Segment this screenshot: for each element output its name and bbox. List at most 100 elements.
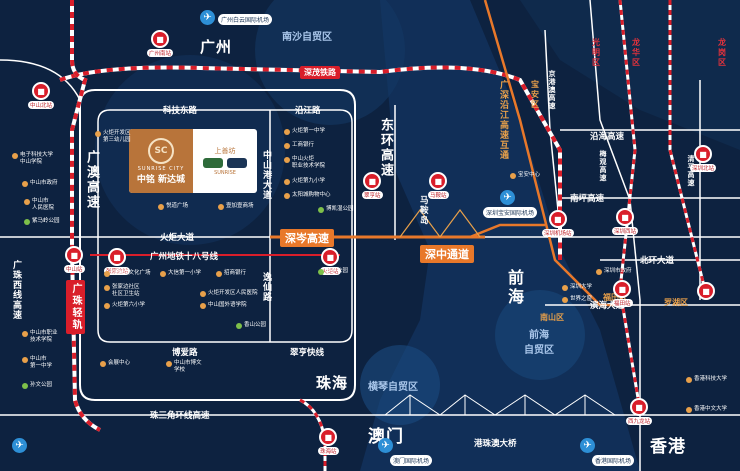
train-icon: ■ [548,210,567,228]
zone-baoan: 宝 安 区 [531,80,539,109]
poi-item: 中山市政府 [22,180,58,187]
station-zhuhai[interactable]: ■珠海站 [318,428,339,455]
station-futian-east[interactable]: ■ [697,282,715,300]
poi-dot-icon [218,204,224,210]
poi-item: 深圳大学 [562,284,592,291]
train-icon: ■ [613,280,632,298]
starbucks-logo-icon [203,158,223,168]
zone-longhua: 龙 华 区 [632,38,640,67]
train-icon: ■ [694,145,712,163]
poi-dot-icon [22,181,28,187]
poi-dot-icon [104,285,110,291]
poi-item: 博凯湿公园 [318,206,354,213]
poi-dot-icon [284,157,290,163]
poi-item: 会展中心 [100,360,130,367]
poi-dot-icon [284,129,290,135]
sz-rail-1-dash [668,0,707,291]
project-emblem: SC [148,137,174,164]
train-icon: ■ [32,82,50,100]
shenzhong-bridge [399,208,481,238]
train-icon: ■ [363,172,382,190]
train-icon: ■ [429,172,448,190]
road-zhusanjiao: 珠三角环线高速 [150,411,210,421]
project-name-en: SUNRISE CITY [137,165,185,172]
poi-item: 太阳城购物中心 [284,192,331,199]
shenzhen-north-land [520,0,740,150]
airport-hk: 香港国际机场 [592,455,635,466]
road-binhai: 滨海大道 [590,301,625,311]
city-guangzhou: 广州 [200,38,233,56]
station-xijiulong[interactable]: ■西九龙站 [626,398,653,425]
poi-item: 火炬开发区人民医院 [200,290,258,297]
poi-dot-icon [284,179,290,185]
road-huoju: 火炬大道 [160,233,195,243]
poi-dot-icon [318,269,324,275]
city-zhuhai: 珠海 [316,374,349,392]
poi-dot-icon [24,219,30,225]
poi-dot-icon [104,303,110,309]
road-nanping: 南坪高速 [570,194,605,204]
road-keji-east: 科技东路 [163,106,198,116]
road-yanjiang: 沿江路 [295,106,321,116]
poi-item: 火炬开发区 第三幼儿园 [95,130,131,144]
poi-dot-icon [200,303,206,309]
station-sz-north[interactable]: ■深圳北站 [690,145,717,172]
poi-item: 深圳市政府 [596,268,632,275]
poi-dot-icon [200,291,206,297]
gangzhuao-bridge [384,394,616,416]
poi-item: 中山火炬 职业技术学院 [284,156,325,170]
nansha-glow [255,0,405,125]
station-airport-sz[interactable]: ■深圳机场站 [542,210,574,237]
airplane-icon: ✈ [580,438,595,453]
station-zs-north[interactable]: ■中山北站 [28,82,55,109]
station-futian[interactable]: ■福田站 [612,280,633,307]
poi-item: 孙文公园 [22,382,52,389]
airport-gz-baiyun: 广州白云国际机场 [218,14,273,25]
partner-top: 上善坊 [214,147,236,155]
station-gz-south[interactable]: ■广州南站 [147,30,174,57]
poi-dot-icon [158,204,164,210]
shenmao-rail-dash [59,65,562,260]
road-yixian: 逸仙路 [261,272,271,302]
poi-item: 张家边文化广场 [104,270,151,277]
poi-item: 香港科技大学 [686,376,727,383]
poi-item: 香山公园 [236,322,266,329]
road-beihuan: 北环大道 [640,256,675,266]
poi-dot-icon [24,199,30,205]
poi-dot-icon [284,193,290,199]
poi-item: 悦道广场 [158,203,188,210]
zhuhai-rail-dash [299,398,327,471]
zone-longgang: 龙 岗 区 [718,38,726,67]
guangzhu-rail-dash [70,0,101,432]
nw-road [0,59,81,101]
road-cuiheng: 翠亨快线 [290,348,325,358]
station-cuiheng[interactable]: ■翠亨站 [362,172,383,199]
city-hongkong: 香港 [650,437,686,457]
poi-item: 火炬第六小学 [104,302,145,309]
poi-item: 中山市 第一中学 [22,356,52,370]
station-sz-west[interactable]: ■深圳西站 [612,208,639,235]
station-zs[interactable]: ■中山站 [64,246,85,273]
airplane-icon: ✈ [12,438,27,453]
zone-guangming: 光 明 区 [592,38,600,67]
train-icon: ■ [108,248,126,266]
poi-dot-icon [562,297,568,303]
road-guangshen-yanjiang: 广深沿江高速互通 [498,80,508,160]
station-huoju[interactable]: ■火炬站 [320,248,341,275]
poi-dot-icon [284,143,290,149]
airplane-icon: ✈ [378,438,393,453]
city-macau: 澳门 [368,427,404,447]
train-icon: ■ [697,282,715,300]
road-gangzhuao: 港珠澳大桥 [474,439,517,449]
train-icon: ■ [151,30,169,48]
station-zhangjiabian[interactable]: ■张家边站 [104,248,131,275]
poi-item: 中山国外语学院 [200,302,247,309]
poi-item: 宝安中心 [510,172,540,179]
poi-item: 火炬第一中学 [284,128,325,135]
project-logo-card: SC SUNRISE CITY 中铭 新达城 上善坊 SUNRISE [129,129,257,193]
zone-nanshan: 南山区 [540,313,564,322]
hengqin-glow [360,345,440,425]
poi-item: 中山市职业 技术学院 [22,330,58,344]
station-maan[interactable]: ■马鞍站 [428,172,449,199]
